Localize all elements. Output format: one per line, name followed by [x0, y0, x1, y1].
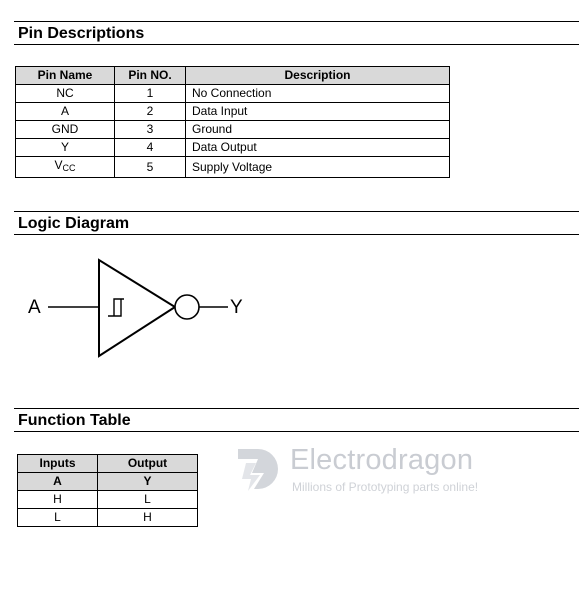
table-header-row: Inputs Output: [17, 454, 198, 473]
pin-number-cell: 1: [114, 84, 186, 103]
inversion-bubble: [174, 294, 200, 320]
pin-name-cell: A: [15, 102, 115, 121]
function-table: Inputs Output A Y H L L H: [17, 454, 198, 527]
section-rule-bottom: [14, 234, 579, 235]
pin-name-cell: GND: [15, 120, 115, 139]
table-row: H L: [17, 490, 198, 509]
section-rule-top: [14, 211, 579, 212]
pin-description-cell: Data Input: [185, 102, 450, 121]
pin-number-cell: 4: [114, 138, 186, 157]
electrodragon-logo-icon: [238, 449, 278, 491]
section-rule-bottom: [14, 431, 579, 432]
table-row: NC 1 No Connection: [15, 84, 450, 103]
input-label: A: [28, 297, 41, 318]
pin-table: Pin Name Pin NO. Description NC 1 No Con…: [15, 66, 450, 178]
section-rule-bottom: [14, 44, 579, 45]
inputs-header: Inputs: [17, 454, 98, 473]
pin-number-cell: 5: [114, 156, 186, 178]
output-value-cell: H: [97, 508, 198, 527]
output-header: Output: [97, 454, 198, 473]
table-row: Y 4 Data Output: [15, 138, 450, 157]
function-section-title: Function Table: [18, 412, 131, 429]
watermark-name: Electrodragon: [290, 444, 474, 476]
table-row: GND 3 Ground: [15, 120, 450, 139]
table-row: A 2 Data Input: [15, 102, 450, 121]
pin-description-cell: Supply Voltage: [185, 156, 450, 178]
pin-description-cell: Ground: [185, 120, 450, 139]
logic-section-title: Logic Diagram: [18, 215, 130, 232]
column-header: Pin NO.: [114, 66, 186, 85]
pin-description-cell: No Connection: [185, 84, 450, 103]
pin-name-subscript: CC: [62, 163, 76, 173]
output-value-cell: L: [97, 490, 198, 509]
table-subheader-row: A Y: [17, 472, 198, 491]
table-header-row: Pin Name Pin NO. Description: [15, 66, 450, 85]
column-header: Pin Name: [15, 66, 115, 85]
section-rule-top: [14, 408, 579, 409]
pin-name-cell: Y: [15, 138, 115, 157]
output-label: Y: [230, 297, 243, 318]
table-row: VCC 5 Supply Voltage: [15, 156, 450, 178]
input-a-header: A: [17, 472, 98, 491]
pin-number-cell: 3: [114, 120, 186, 139]
pin-section-title: Pin Descriptions: [18, 25, 145, 42]
input-value-cell: L: [17, 508, 98, 527]
watermark-tagline: Millions of Prototyping parts online!: [292, 480, 479, 494]
buffer-triangle: [98, 258, 177, 358]
pin-name-cell: VCC: [15, 156, 115, 178]
column-header: Description: [185, 66, 450, 85]
section-rule-top: [14, 21, 579, 22]
inverter-logic-diagram: A Y: [28, 258, 243, 358]
pin-name-cell: NC: [15, 84, 115, 103]
pin-name-main: V: [54, 158, 63, 172]
schmitt-trigger-symbol: [108, 298, 124, 317]
pin-number-cell: 2: [114, 102, 186, 121]
table-row: L H: [17, 508, 198, 527]
output-y-header: Y: [97, 472, 198, 491]
pin-description-cell: Data Output: [185, 138, 450, 157]
input-value-cell: H: [17, 490, 98, 509]
